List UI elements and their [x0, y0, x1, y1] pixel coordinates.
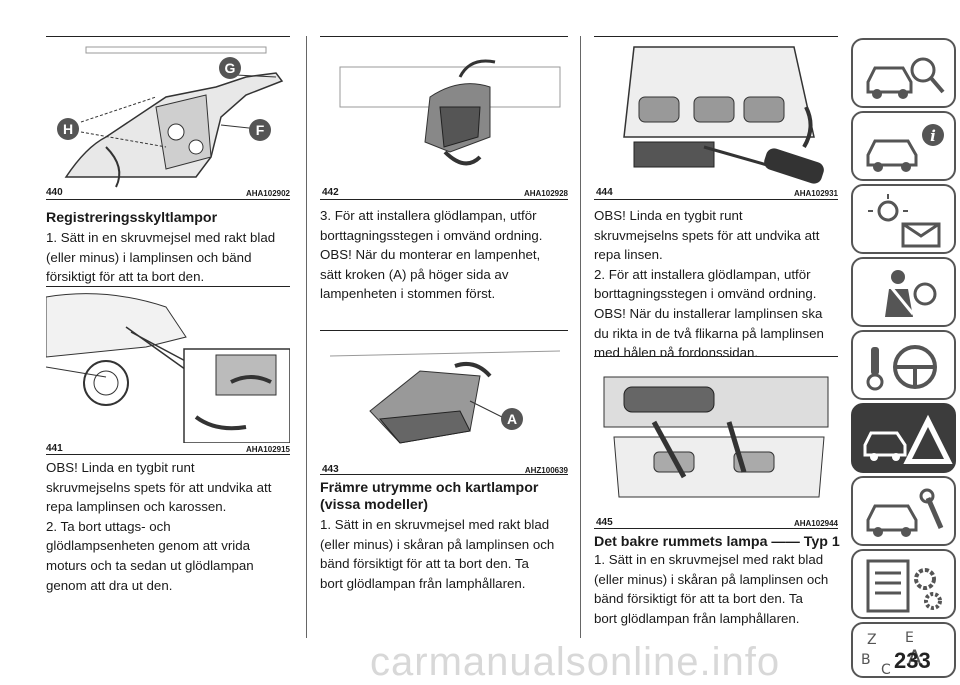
- callout-g: G: [225, 60, 236, 76]
- callout-h: H: [63, 121, 73, 137]
- key-steering-wheel-icon: [866, 345, 937, 391]
- paragraph: 1. Sätt in en skruvmejsel med rakt blad(…: [320, 517, 555, 591]
- svg-text:A: A: [907, 647, 922, 672]
- caption-rule: [46, 199, 290, 200]
- caption-rule: [46, 454, 290, 455]
- figure-code: AHA102915: [245, 445, 290, 454]
- paragraph: 1. Sätt in en skruvmejsel med rakt blad(…: [46, 230, 276, 285]
- tab-safety[interactable]: [851, 257, 956, 327]
- svg-text:i: i: [930, 127, 936, 145]
- caption-rule: [594, 199, 838, 200]
- tab-warning-lights[interactable]: [851, 184, 956, 254]
- tab-emergency[interactable]: [851, 403, 956, 473]
- svg-text:C: C: [881, 662, 891, 678]
- car-wrench-icon: [866, 488, 944, 537]
- svg-text:E: E: [905, 630, 914, 646]
- section-heading: Främre utrymme och kartlampor(vissa mode…: [320, 480, 539, 513]
- column-divider: [306, 36, 307, 638]
- svg-text:Z: Z: [867, 632, 877, 648]
- license-lamp-illustration: G H F: [57, 46, 284, 188]
- tab-car-magnifier[interactable]: [851, 38, 956, 108]
- figure-number: 445: [596, 517, 613, 528]
- alphabet-index-icon: Z E B A C: [861, 630, 922, 678]
- figure-number: 444: [596, 187, 613, 198]
- figure-number: 442: [322, 187, 339, 198]
- caption-rule: [320, 474, 568, 475]
- figure-number: 441: [46, 443, 63, 454]
- paragraph: 1. Sätt in en skruvmejsel med rakt blad(…: [594, 552, 829, 626]
- figure-code: AHA102928: [523, 189, 568, 198]
- car-info-icon: i: [866, 124, 944, 172]
- figure-code: AHA102931: [793, 189, 838, 198]
- car-breakdown-warning-icon: [863, 414, 953, 464]
- page-number: 233: [894, 648, 931, 673]
- figure-code: AHA102944: [793, 519, 838, 528]
- map-lamp-illustration: [623, 46, 824, 184]
- tab-starting-driving[interactable]: [851, 330, 956, 400]
- callout-a: A: [507, 411, 517, 427]
- tab-technical-data[interactable]: [851, 549, 956, 619]
- lamp-hook-illustration: A: [329, 350, 561, 444]
- specifications-gears-icon: [866, 559, 942, 613]
- figure-number: 440: [46, 187, 63, 198]
- figure-442: [320, 36, 568, 189]
- warning-lights-mail-icon: [868, 194, 941, 248]
- section-heading: Det bakre rummets lampa —— Typ 1: [594, 534, 840, 550]
- column-divider: [580, 36, 581, 638]
- tab-maintenance[interactable]: [851, 476, 956, 546]
- callout-f: F: [256, 122, 265, 138]
- watermark: carmanualsonline.info: [370, 640, 781, 684]
- figure-443: A: [320, 330, 568, 463]
- license-lamp-removal-illustration: [46, 293, 290, 443]
- figure-441: [46, 286, 290, 443]
- car-magnifier-icon: [866, 57, 945, 99]
- figure-440: G H F: [46, 36, 290, 189]
- figure-445: [594, 356, 838, 513]
- figure-444: [594, 36, 838, 189]
- figure-code: AHA102902: [245, 189, 290, 198]
- tab-index[interactable]: Z E B A C: [851, 622, 956, 678]
- caption-rule: [320, 199, 568, 200]
- glovebox-lamp-illustration: [339, 59, 561, 166]
- figure-number: 443: [322, 464, 339, 475]
- svg-text:B: B: [861, 652, 871, 668]
- rear-room-lamp-illustration: [603, 376, 829, 498]
- figure-code: AHZ100639: [524, 466, 568, 475]
- seatbelt-airbag-icon: [885, 270, 937, 317]
- caption-rule: [594, 528, 838, 529]
- section-heading: Registreringsskyltlampor: [46, 210, 218, 226]
- tab-car-info[interactable]: i: [851, 111, 956, 181]
